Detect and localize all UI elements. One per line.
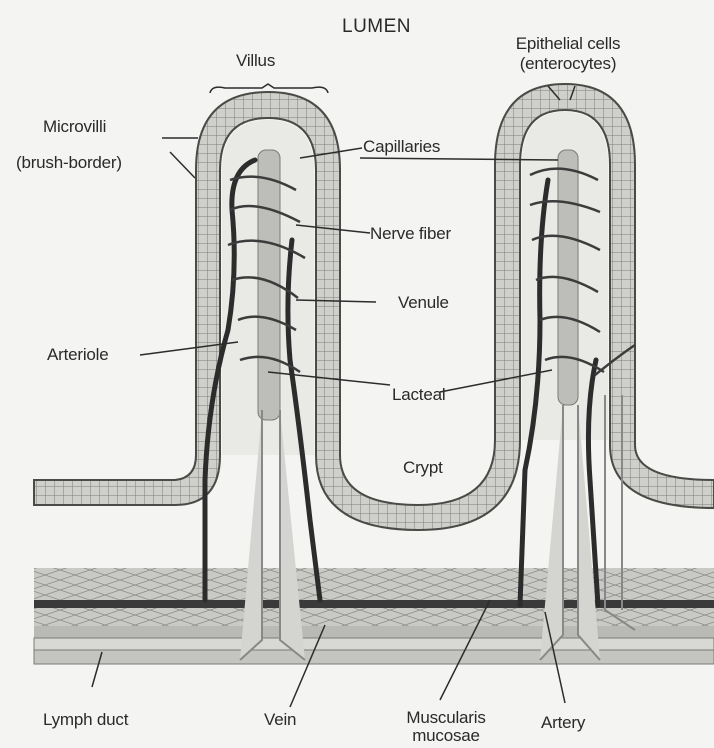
artery-label: Artery <box>541 713 585 732</box>
lymph-layer <box>34 638 714 650</box>
venule-label: Venule <box>398 293 449 312</box>
lumen-label: LUMEN <box>342 17 411 36</box>
capillaries-label: Capillaries <box>363 137 440 156</box>
lacteal-label: Lacteal <box>392 385 445 404</box>
microvilli-label-line2: (brush-border) <box>16 153 122 172</box>
muscle-layer-middle <box>34 608 714 626</box>
muscularis-label-line2: mucosae <box>390 726 502 745</box>
muscle-layer-upper <box>34 568 714 600</box>
muscularis-label-line1: Muscularis <box>390 708 502 727</box>
vein-layer <box>34 626 714 638</box>
microvilli-label-line1: Microvilli <box>43 117 106 136</box>
epithelial-label-line2: (enterocytes) <box>483 54 653 73</box>
villus-label: Villus <box>236 51 275 70</box>
nerve-fiber-label: Nerve fiber <box>370 224 451 243</box>
vein-label: Vein <box>264 710 296 729</box>
epithelial-label-line1: Epithelial cells <box>483 34 653 53</box>
arteriole-label: Arteriole <box>47 345 109 364</box>
muscularis-band <box>34 600 714 608</box>
submucosa-layers <box>34 568 714 664</box>
base-layer <box>34 650 714 664</box>
crypt-label: Crypt <box>403 458 443 477</box>
lymph-duct-label: Lymph duct <box>43 710 128 729</box>
